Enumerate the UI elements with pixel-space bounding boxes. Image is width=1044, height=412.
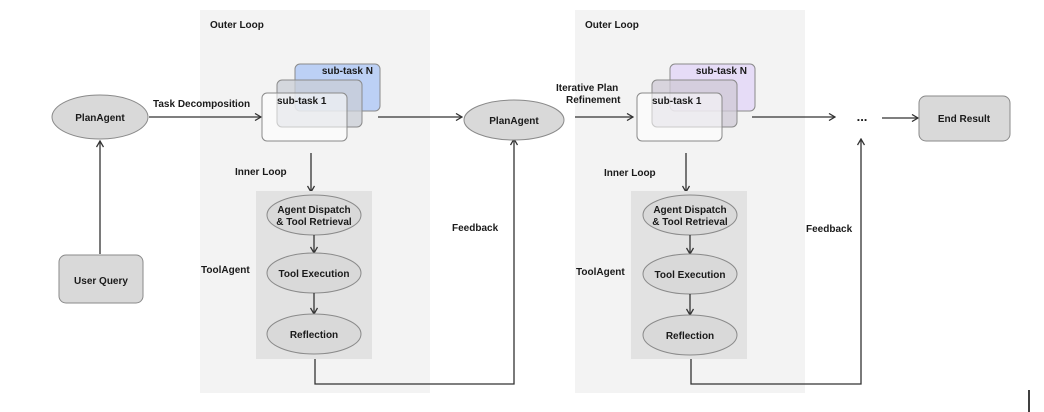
inner-loop-label-1: Inner Loop (235, 167, 287, 178)
reflection-node-2[interactable] (642, 314, 738, 356)
agent-dispatch-label-1b: & Tool Retrieval (276, 217, 352, 228)
reflection-label-2: Reflection (666, 331, 714, 342)
plan-agent-label-2: PlanAgent (489, 116, 539, 127)
iterative-plan-label-1: Iterative Plan (556, 83, 618, 94)
edge-feedback-2 (690, 139, 861, 385)
feedback-label-2: Feedback (806, 224, 853, 235)
subtask-1-label-2: sub-task 1 (652, 96, 702, 107)
subtask-n-label-1: sub-task N (322, 66, 373, 77)
plan-agent-node-1[interactable] (51, 94, 149, 140)
end-result-label: End Result (938, 114, 991, 125)
user-query-node[interactable] (58, 254, 144, 304)
iterative-plan-label-2: Refinement (566, 95, 621, 106)
tool-execution-label-2: Tool Execution (655, 270, 726, 281)
ellipsis-continuation: ... (857, 109, 868, 124)
inner-loop-label-2: Inner Loop (604, 168, 656, 179)
agent-dispatch-label-1a: Agent Dispatch (277, 205, 350, 216)
outer-loop-label-2: Outer Loop (585, 20, 639, 31)
subtask-1-card-1[interactable] (261, 92, 348, 142)
tool-execution-label-1: Tool Execution (279, 269, 350, 280)
agent-dispatch-label-2a: Agent Dispatch (653, 205, 726, 216)
plan-agent-node-2[interactable] (463, 99, 565, 141)
user-query-label: User Query (74, 276, 128, 287)
tool-agent-label-2: ToolAgent (576, 267, 625, 278)
edge-feedback-1 (314, 139, 514, 385)
tool-agent-label-1: ToolAgent (201, 265, 250, 276)
task-decomposition-label: Task Decomposition (153, 99, 250, 110)
subtask-1-card-2[interactable] (636, 92, 723, 142)
agent-dispatch-label-2b: & Tool Retrieval (652, 217, 728, 228)
reflection-label-1: Reflection (290, 330, 338, 341)
subtask-1-label-1: sub-task 1 (277, 96, 327, 107)
plan-agent-label-1: PlanAgent (75, 113, 125, 124)
subtask-n-label-2: sub-task N (696, 66, 747, 77)
outer-loop-label-1: Outer Loop (210, 20, 264, 31)
end-result-node[interactable] (918, 95, 1011, 142)
feedback-label-1: Feedback (452, 223, 499, 234)
reflection-node-1[interactable] (266, 313, 362, 355)
